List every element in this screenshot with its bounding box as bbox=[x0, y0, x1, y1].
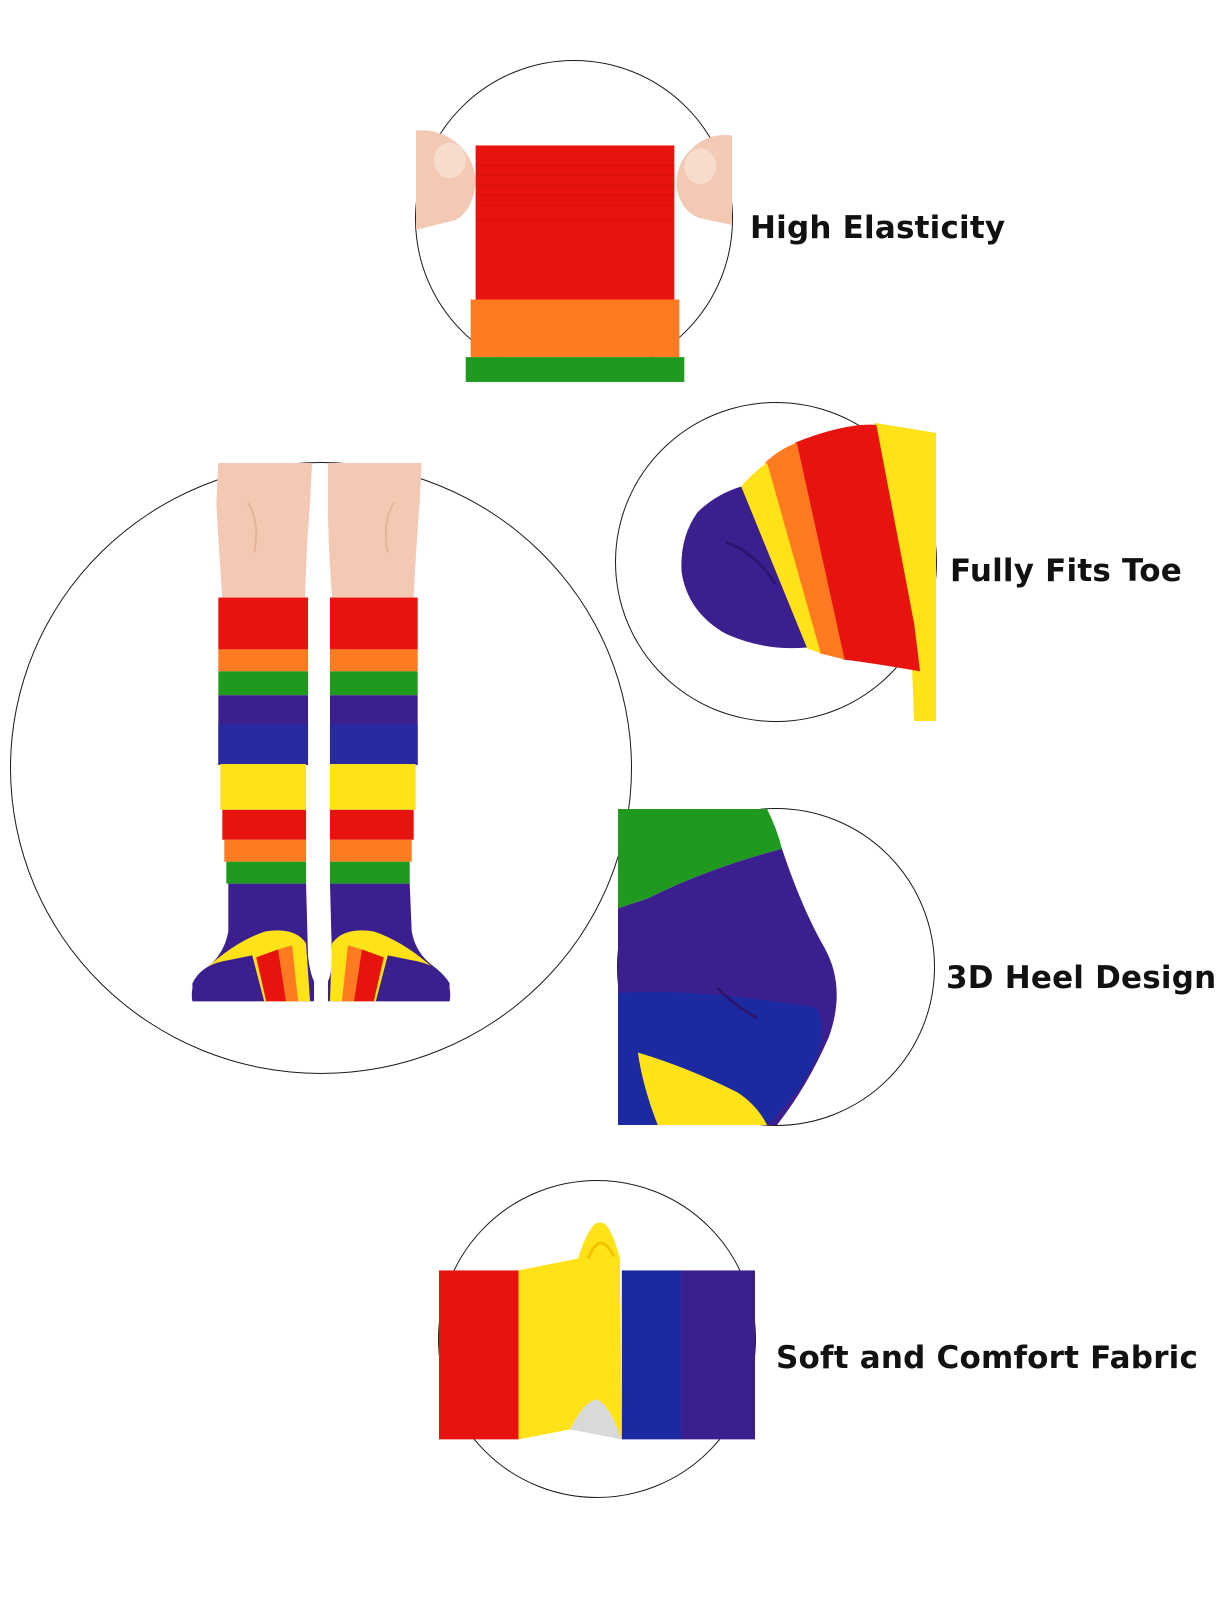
right-sock-icon bbox=[327, 597, 451, 1002]
3d-heel-design-image-circle bbox=[617, 808, 935, 1126]
sock-heel-closeup-icon bbox=[618, 809, 837, 1125]
main-product-image-circle bbox=[10, 462, 632, 1074]
fully-fits-toe-label: Fully Fits Toe bbox=[950, 553, 1182, 589]
sock-toe-closeup-icon bbox=[681, 422, 936, 721]
high-elasticity-label: High Elasticity bbox=[750, 210, 1006, 246]
rainbow-knee-socks-illustration bbox=[191, 463, 451, 1002]
soft-comfort-fabric-image-circle bbox=[438, 1180, 756, 1498]
high-elasticity-image-circle bbox=[415, 60, 733, 382]
fully-fits-toe-image-circle bbox=[615, 402, 937, 722]
stretched-sock-cuff-icon bbox=[416, 130, 732, 382]
soft-comfort-fabric-label: Soft and Comfort Fabric bbox=[776, 1340, 1199, 1376]
left-sock-icon bbox=[191, 597, 315, 1002]
right-leg-icon bbox=[327, 463, 422, 598]
3d-heel-design-label: 3D Heel Design bbox=[946, 960, 1216, 996]
folded-fabric-closeup-icon bbox=[439, 1222, 755, 1440]
left-leg-icon bbox=[216, 463, 313, 598]
